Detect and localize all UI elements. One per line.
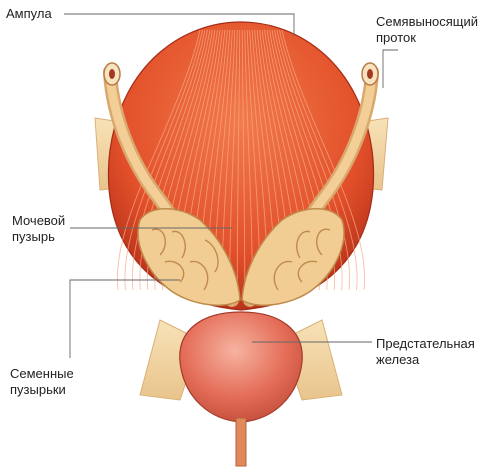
urethra	[236, 418, 246, 466]
leader-vas-deferens	[383, 50, 398, 88]
label-seminal-vesicles: Семенные пузырьки	[10, 366, 74, 398]
label-vas-deferens: Семявыносящий проток	[376, 14, 478, 46]
label-ampulla: Ампула	[6, 6, 52, 22]
label-prostate: Предстательная железа	[376, 336, 475, 368]
prostate-gland	[180, 312, 302, 422]
label-bladder: Мочевой пузырь	[12, 213, 65, 245]
